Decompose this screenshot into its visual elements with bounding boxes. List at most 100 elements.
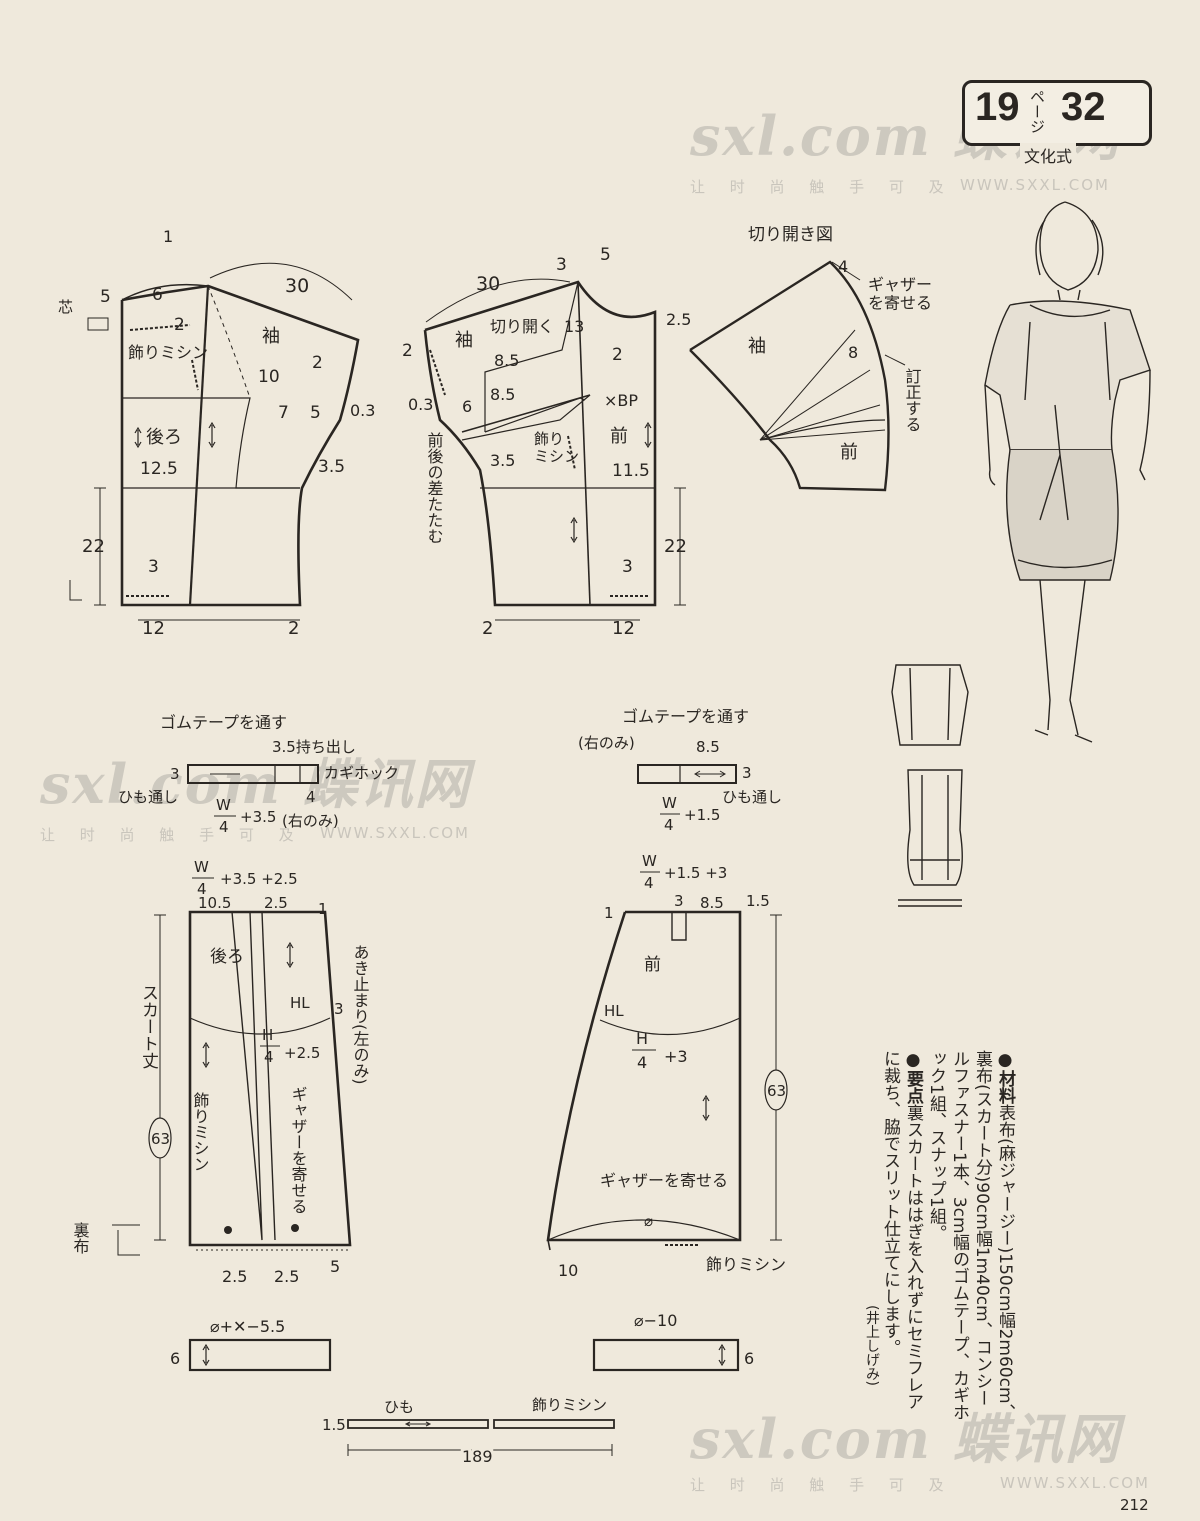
back-title: 後ろ xyxy=(146,427,182,448)
front-m3: 3 xyxy=(556,255,567,275)
skirt-front-h-den: 4 xyxy=(637,1053,647,1072)
back-stitch: 飾りミシン xyxy=(128,343,208,362)
back-sleeve: 袖 xyxy=(262,326,280,347)
skirt-back-gather: ギャザーを寄せる xyxy=(289,1086,308,1214)
skirt-back-title: 後ろ xyxy=(210,947,244,967)
skirt-front-m3: 3 xyxy=(674,892,684,910)
skirt-back-m25b: 2.5 xyxy=(222,1267,247,1286)
front-m3b: 3 xyxy=(622,557,633,577)
cut-open-title: 切り開き図 xyxy=(748,225,833,245)
front-m25: 2.5 xyxy=(666,310,691,329)
back-m5b: 5 xyxy=(310,403,321,423)
back-m125: 12.5 xyxy=(140,459,178,479)
front-m03: 0.3 xyxy=(408,395,433,414)
page-reference: 19 xyxy=(975,85,1020,129)
skirt-front-stitch: 飾りミシン xyxy=(706,1255,786,1274)
fashion-illustration xyxy=(891,201,1151,907)
pattern-number: 32 xyxy=(1061,85,1106,129)
wb-back-m3: 3 xyxy=(170,765,180,783)
hem-bands: ⌀+✕−5.5 ⌀−10 6 6 xyxy=(170,1311,754,1372)
front-m2a: 2 xyxy=(402,341,413,361)
hem-back-m6: 6 xyxy=(170,1349,180,1368)
hem-back-formula: ⌀+✕−5.5 xyxy=(210,1317,285,1336)
front-bp: ×BP xyxy=(604,391,638,410)
skirt-back-h-rest: +2.5 xyxy=(284,1044,320,1062)
tie: ひも 飾りミシン 1.5 189 xyxy=(322,1396,615,1469)
front-fold-note: 前後の差たたむ xyxy=(425,432,444,544)
wb-back-extension: 3.5持ち出し xyxy=(272,738,356,756)
skirt-back-length-label: スカート丈 xyxy=(138,984,158,1069)
skirt-back-stitch: 飾りミシン xyxy=(191,1092,210,1172)
front-title: 前 xyxy=(610,426,628,447)
wb-front-right: (右のみ) xyxy=(578,734,635,752)
skirt-front-h-num: H xyxy=(636,1029,648,1048)
cut-open-front: 前 xyxy=(840,442,858,463)
cut-open-diagram: 切り開き図 4 ギャザーを寄せる 袖 8 訂正する 前 xyxy=(689,225,932,492)
back-m35: 3.5 xyxy=(318,457,345,477)
skirt-back-m25c: 2.5 xyxy=(274,1267,299,1286)
back-m22: 22 xyxy=(82,536,105,557)
front-m22: 22 xyxy=(664,536,687,557)
front-m2c: 2 xyxy=(482,618,493,639)
waistband-front: ゴムテープを通す (右のみ) 8.5 3 ひも通し W 4 +1.5 xyxy=(578,707,782,834)
front-m35: 3.5 xyxy=(490,451,515,470)
tie-width: 1.5 xyxy=(322,1416,346,1434)
back-interfacing: 芯 xyxy=(58,298,73,316)
front-stitch: 飾りミシン xyxy=(534,430,579,465)
skirt-front-formula-den: 4 xyxy=(644,874,654,892)
drafting-system: 文化式 xyxy=(1020,143,1077,167)
skirt-front-m1: 1 xyxy=(604,904,614,922)
wb-front-formula-rest: +1.5 xyxy=(684,806,720,824)
hem-front-m6: 6 xyxy=(744,1349,754,1368)
wb-back-hook: カギホック xyxy=(324,764,399,782)
back-m12: 12 xyxy=(142,618,165,639)
back-m2c: 2 xyxy=(288,618,299,639)
points-text: 裏スカートははぎを入れずにセミフレアに裁ち、脇でスリット仕立てにします。 xyxy=(880,1050,923,1410)
front-m115: 11.5 xyxy=(612,461,650,481)
wb-back-m4: 4 xyxy=(306,788,316,806)
bodice-front: 30 3 5 13 2.5 2 袖 切り開く 2 8.5 8.5 0.3 6 ×… xyxy=(402,245,691,639)
tie-label: ひも xyxy=(384,1398,414,1416)
wb-back-formula-num: W xyxy=(216,796,231,814)
skirt-back-formula-den: 4 xyxy=(197,880,207,898)
back-m6: 6 xyxy=(152,285,163,305)
wb-back-formula-rest: +3.5 xyxy=(240,808,276,826)
bodice-back: 1 5 6 2 30 芯 飾りミシン 袖 2 10 7 5 0.3 後ろ 12.… xyxy=(58,227,375,639)
front-m85b: 8.5 xyxy=(490,385,515,404)
skirt-back-m105: 10.5 xyxy=(198,894,231,912)
wb-back-right: (右のみ) xyxy=(282,812,339,830)
front-cut-open: 切り開く xyxy=(490,317,554,336)
tie-length: 189 xyxy=(462,1447,493,1466)
back-m30: 30 xyxy=(285,275,309,297)
skirt-back-m3: 3 xyxy=(334,1000,344,1018)
skirt-front-m15: 1.5 xyxy=(746,892,770,910)
waistband-back: ゴムテープを通す 3.5持ち出し カギホック 3 4 ひも通し (右のみ) W … xyxy=(118,713,399,836)
wb-front-formula-den: 4 xyxy=(664,816,674,834)
page-number: 212 xyxy=(1120,1496,1149,1514)
front-m5: 5 xyxy=(600,245,611,265)
wb-front-m3: 3 xyxy=(742,764,752,782)
cut-open-gather: ギャザーを寄せる xyxy=(868,275,932,312)
skirt-back-h-num: H xyxy=(262,1026,273,1044)
wb-front-m85: 8.5 xyxy=(696,738,720,756)
cut-open-sleeve: 袖 xyxy=(748,336,766,357)
back-m10: 10 xyxy=(258,367,280,387)
skirt-front-gather: ギャザーを寄せる xyxy=(600,1171,728,1190)
cut-open-correct: 訂正する xyxy=(903,368,922,432)
skirt-back-m25a: 2.5 xyxy=(264,894,288,912)
skirt-back-formula-rest: +3.5 +2.5 xyxy=(220,870,298,888)
tie-stitch: 飾りミシン xyxy=(532,1396,607,1414)
skirt-back-m5: 5 xyxy=(330,1257,340,1276)
front-m12: 12 xyxy=(612,618,635,639)
wb-back-tie: ひも通し xyxy=(118,788,178,806)
front-m30: 30 xyxy=(476,273,500,295)
front-sleeve: 袖 xyxy=(455,330,473,351)
back-m2a: 2 xyxy=(174,315,185,335)
wb-front-elastic: ゴムテープを通す xyxy=(622,707,749,726)
front-m2b: 2 xyxy=(612,345,623,365)
skirt-front-length: 63 xyxy=(767,1082,786,1100)
back-m1: 1 xyxy=(163,227,173,246)
skirt-front-h-rest: +3 xyxy=(664,1047,688,1066)
skirt-front-formula-rest: +1.5 +3 xyxy=(664,864,727,882)
